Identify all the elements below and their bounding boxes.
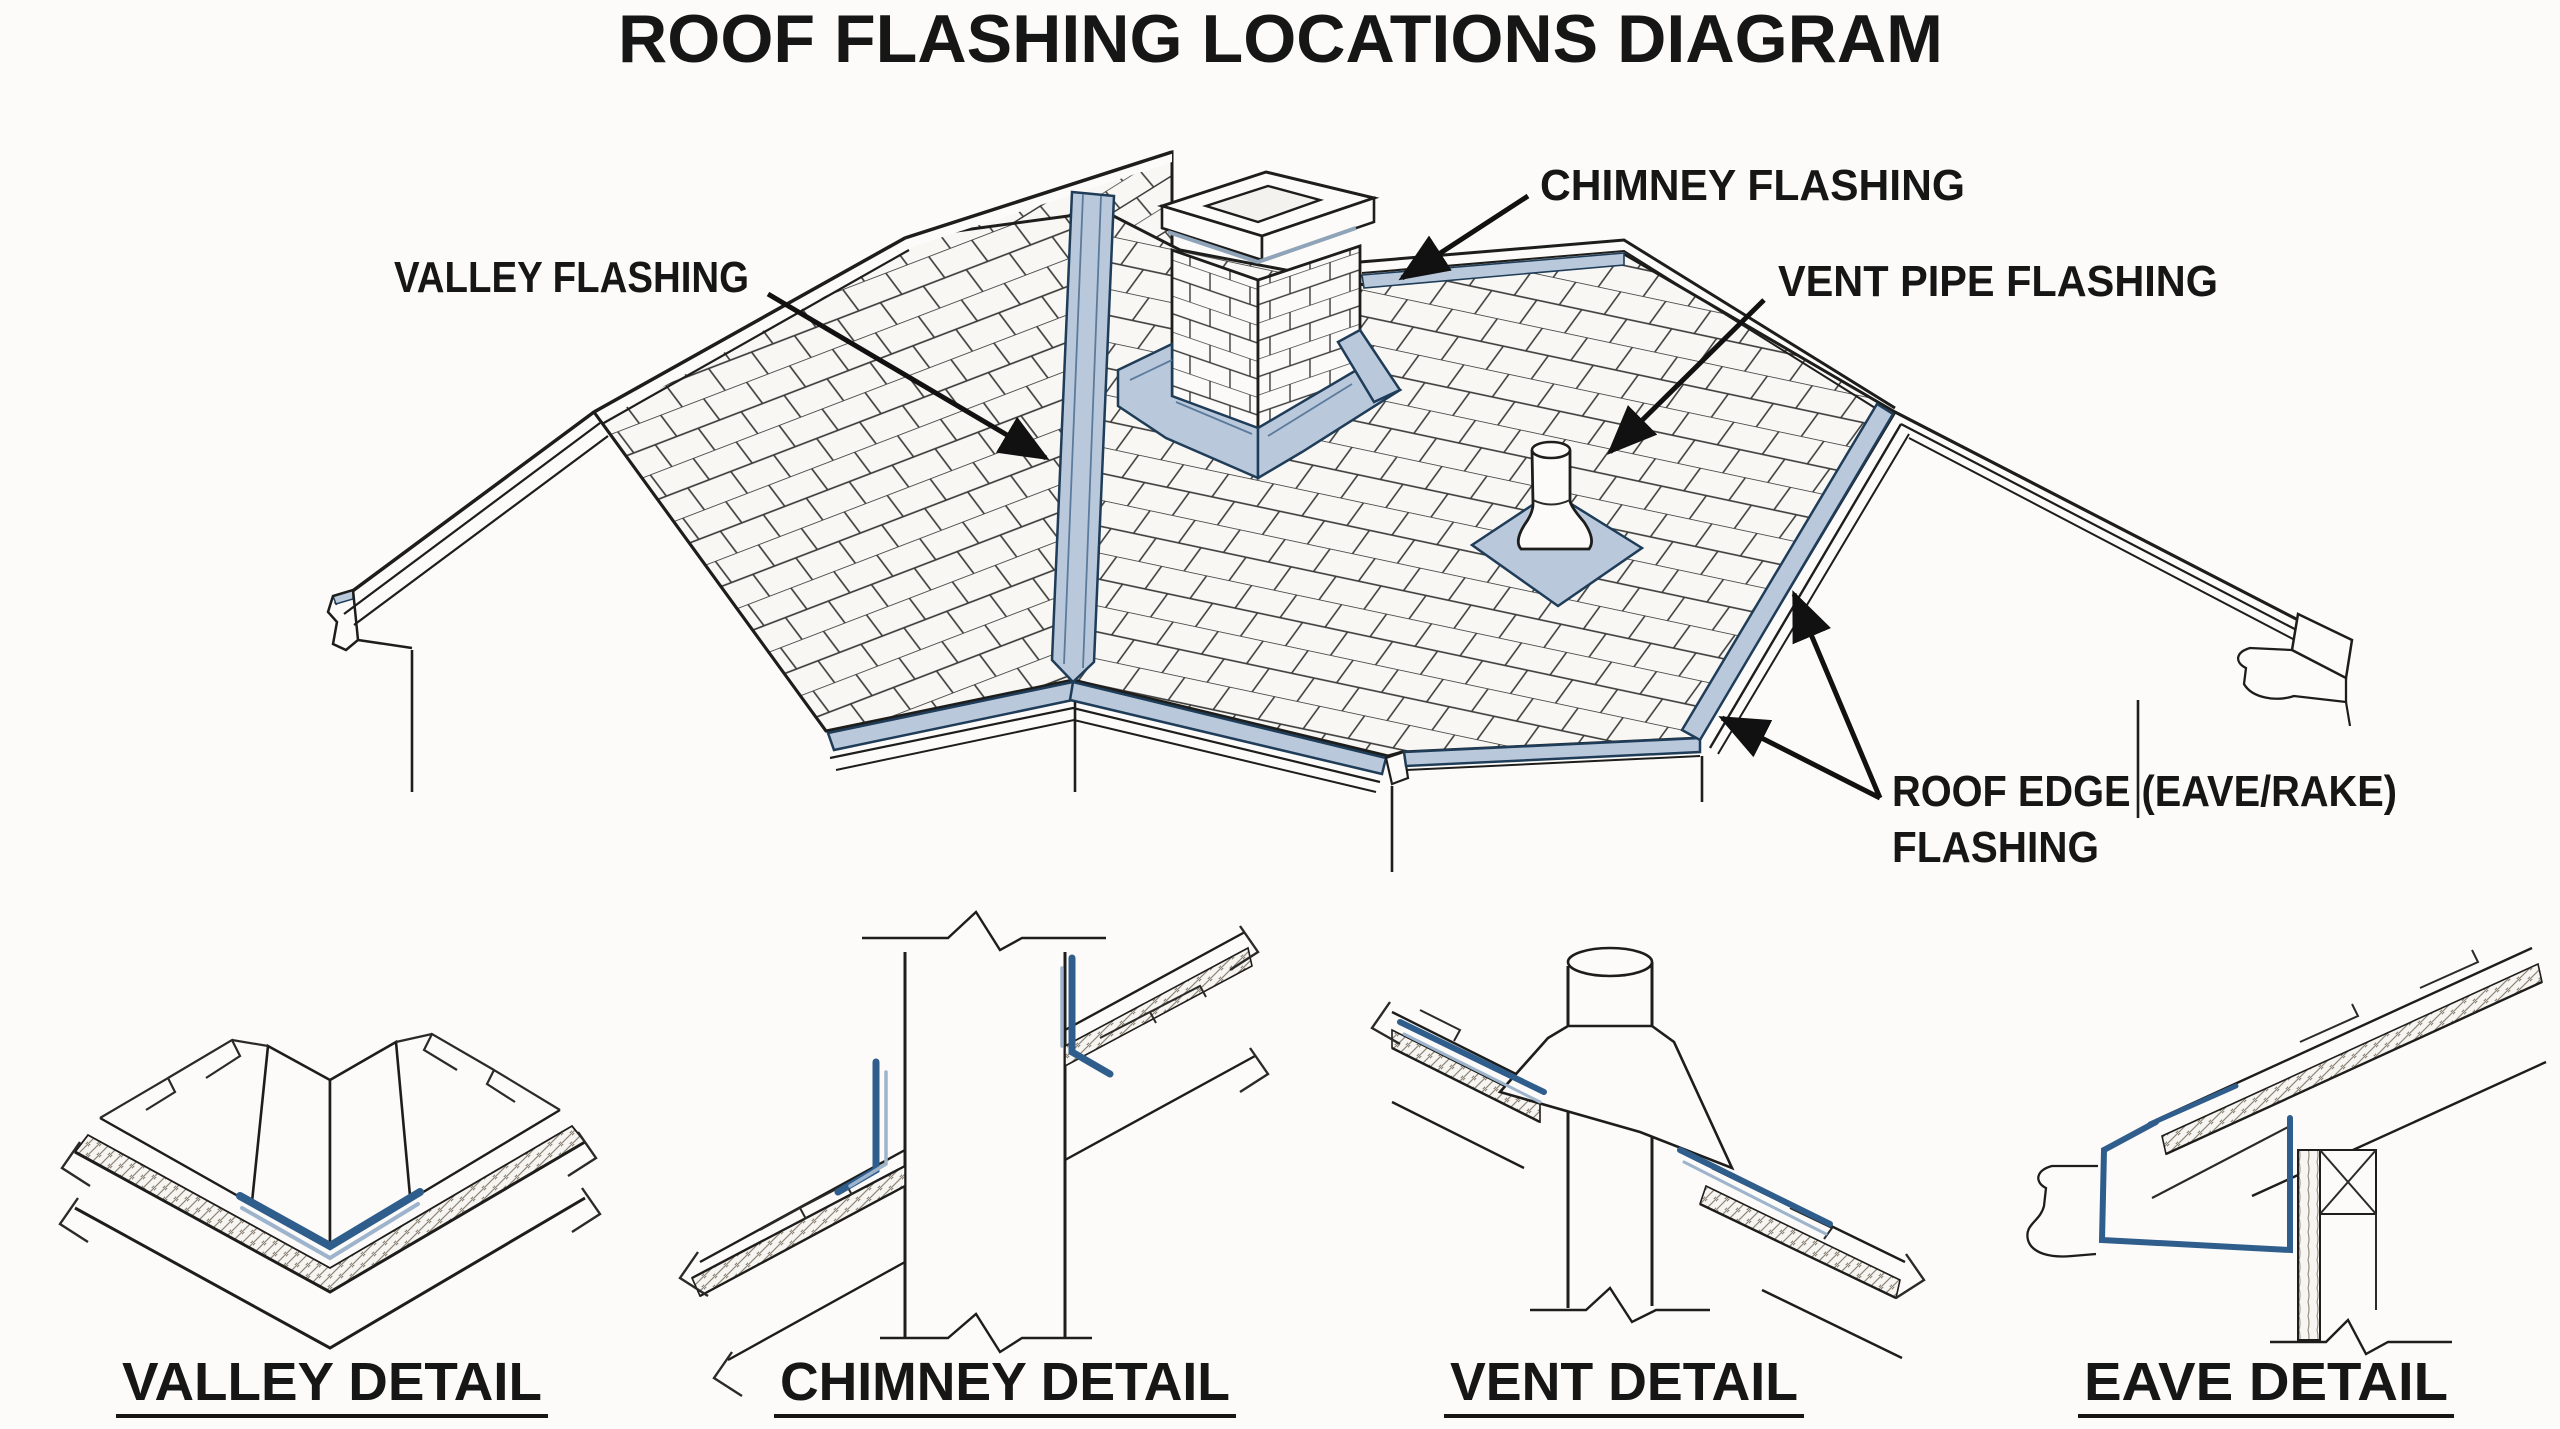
valley-flashing-label: VALLEY FLASHING: [394, 253, 749, 302]
valley-detail-flashing: [236, 1188, 424, 1251]
eave-detail-drip-edge: [2147, 1083, 2239, 1127]
chimney-flashing-label: CHIMNEY FLASHING: [1540, 161, 1965, 210]
chimney-detail-label: CHIMNEY DETAIL: [780, 1352, 1230, 1412]
gutter-end: [2290, 612, 2354, 680]
chimney-flue-opening: [1202, 184, 1325, 224]
vent-detail-flashing-right: [1677, 1147, 1833, 1227]
chimney: [1116, 170, 1403, 481]
roof-edge-flashing-label-line2: FLASHING: [1892, 823, 2099, 872]
eave-detail-gutter: [2026, 1164, 2098, 1258]
eave-detail-label: EAVE DETAIL: [2084, 1352, 2448, 1412]
rake-flashing-strip: [1680, 402, 1910, 755]
valley-detail-label: VALLEY DETAIL: [122, 1352, 542, 1412]
gutter-ogee-profile: [2237, 646, 2348, 704]
cap-drip-band: [1167, 226, 1357, 264]
fascia-return: [1384, 750, 1410, 786]
gable-front-edge: [592, 411, 828, 732]
valley-flashing-arrow: [766, 291, 1050, 461]
right-gable-rake: [1894, 410, 2354, 727]
left-rake-board: [326, 410, 609, 652]
vent-detail-boot: [1497, 1024, 1735, 1171]
eave-detail-flashing: [2098, 1115, 2293, 1254]
vent-pipe: [1516, 449, 1593, 551]
eave-detail-fascia-board: [2297, 1149, 2321, 1341]
vent-pipe-top: [1530, 440, 1572, 460]
callouts: VALLEY FLASHING CHIMNEY FLASHING VENT PI…: [394, 161, 2397, 872]
rake-end-cap: [326, 588, 360, 652]
page-title: ROOF FLASHING LOCATIONS DIAGRAM: [618, 1, 1943, 77]
detail-labels: VALLEY DETAIL CHIMNEY DETAIL VENT DETAIL…: [116, 1352, 2454, 1418]
vent-pipe-flashing-label: VENT PIPE FLASHING: [1778, 257, 2218, 306]
roof-edge-flashing-arrows: [1718, 590, 1883, 801]
chimney-flashing-apron: [1116, 328, 1403, 481]
valley-flashing-strip: [1050, 190, 1116, 684]
chimney-flashing-arrow: [1398, 193, 1530, 281]
chimney-detail-drawing: [678, 910, 1270, 1398]
roof-edge-flashing-label-line1: ROOF EDGE (EAVE/RAKE): [1892, 767, 2397, 816]
eave-flashing-strip: [826, 680, 1702, 793]
vent-pipe-assembly: [1469, 440, 1645, 608]
vent-detail-flashing-left: [1397, 1019, 1547, 1095]
vent-pipe-flashing-arrow: [1607, 298, 1766, 455]
vent-detail-drawing: [1370, 946, 1926, 1360]
vent-detail-label: VENT DETAIL: [1450, 1352, 1798, 1412]
wall-lines: [410, 650, 2140, 872]
valley-detail-drawing: [58, 1032, 602, 1350]
chimney-detail-flashing-right: [1068, 954, 1114, 1078]
chimney-cap: [1156, 170, 1380, 282]
eave-detail-drawing: [2026, 946, 2547, 1356]
